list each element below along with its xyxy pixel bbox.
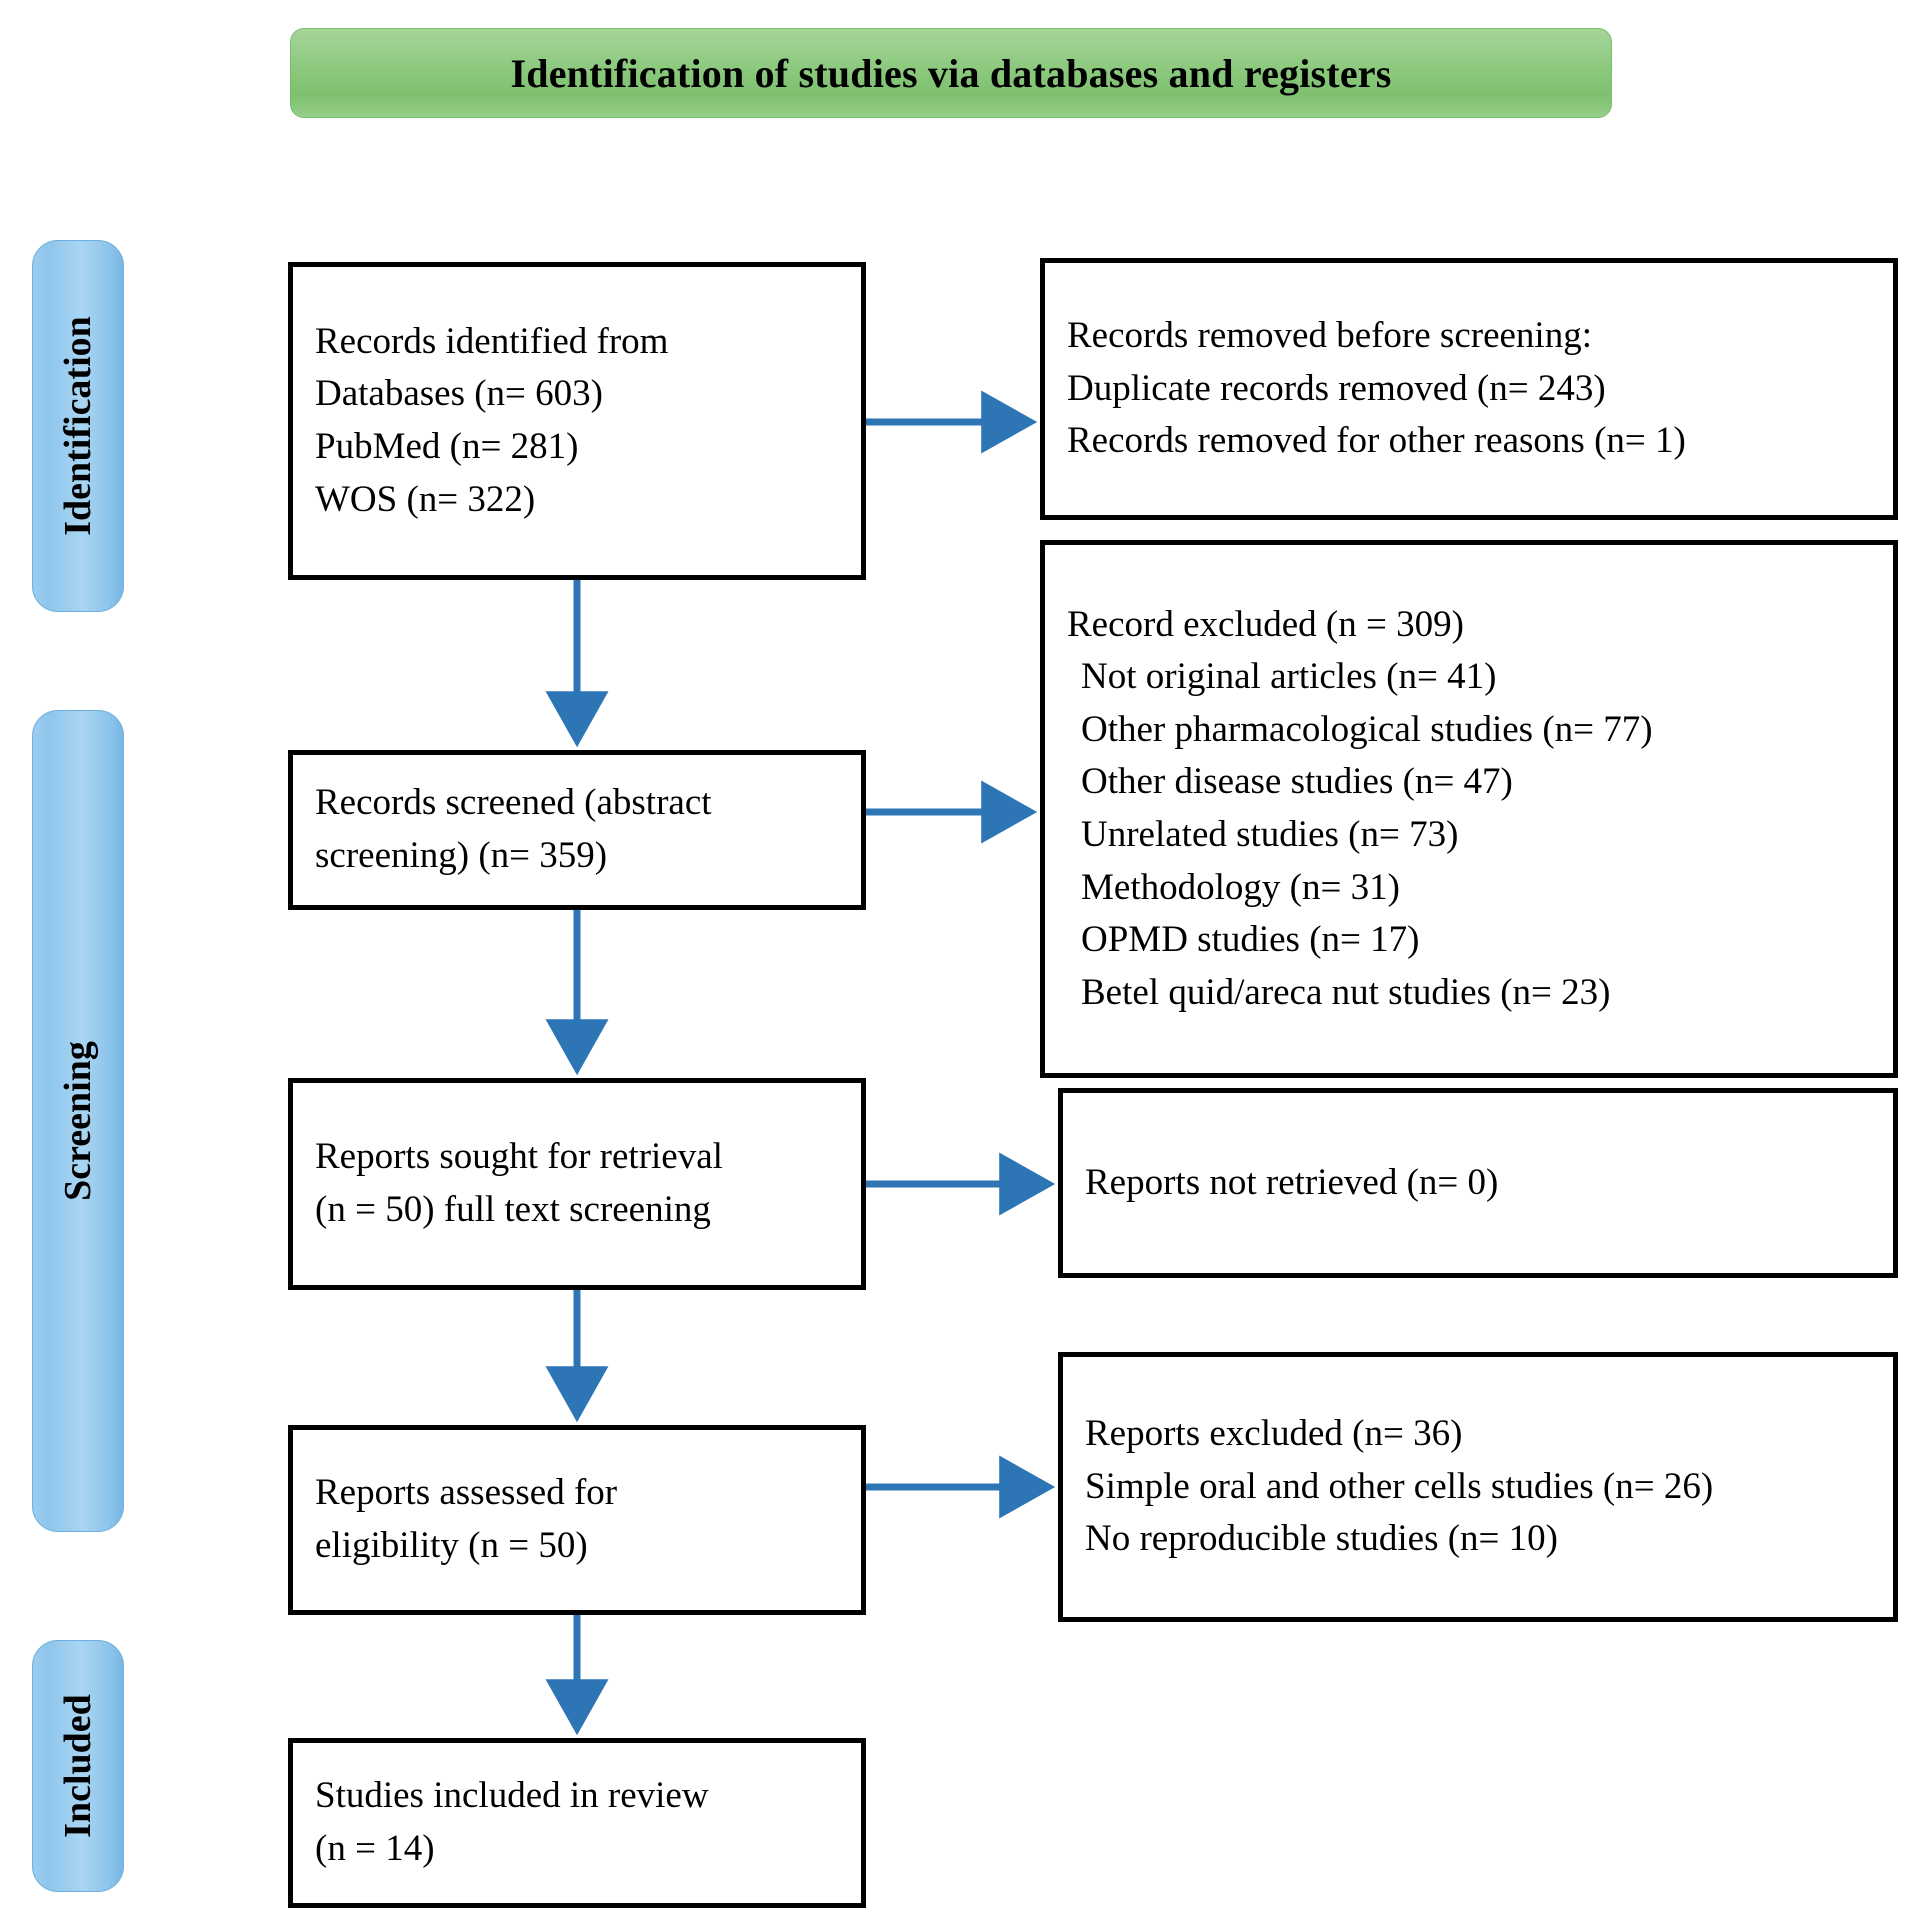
box-line: OPMD studies (n= 17) xyxy=(1081,919,1420,961)
stage-rail-screening: Screening xyxy=(32,710,124,1532)
stage-rail-identification-label: Identification xyxy=(57,316,99,536)
box-line: Not original articles (n= 41) xyxy=(1081,656,1497,698)
box-records-removed-before-screening: Records removed before screening: Duplic… xyxy=(1040,258,1898,520)
box-line: (n = 50) full text screening xyxy=(315,1189,711,1230)
box-line: Records removed for other reasons (n= 1) xyxy=(1067,420,1686,462)
box-line: Other disease studies (n= 47) xyxy=(1081,761,1513,803)
box-line: Betel quid/areca nut studies (n= 23) xyxy=(1081,971,1611,1013)
box-reports-not-retrieved: Reports not retrieved (n= 0) xyxy=(1058,1088,1898,1278)
stage-rail-included-label: Included xyxy=(57,1694,99,1838)
box-line: Unrelated studies (n= 73) xyxy=(1081,814,1459,855)
box-studies-included-in-review: Studies included in review (n = 14) xyxy=(288,1738,866,1908)
stage-rail-included: Included xyxy=(32,1640,124,1892)
box-line: Databases (n= 603) xyxy=(315,373,603,415)
box-records-screened: Records screened (abstract screening) (n… xyxy=(288,750,866,910)
box-line: Methodology (n= 31) xyxy=(1081,866,1400,908)
stage-rail-screening-label: Screening xyxy=(57,1041,99,1201)
box-reports-assessed-for-eligibility: Reports assessed for eligibility (n = 50… xyxy=(288,1425,866,1615)
box-line: Records removed before screening: xyxy=(1067,315,1592,357)
box-reports-excluded: Reports excluded (n= 36) Simple oral and… xyxy=(1058,1352,1898,1622)
page-title: Identification of studies via databases … xyxy=(510,50,1392,96)
stage-rail-identification: Identification xyxy=(32,240,124,612)
box-line: eligibility (n = 50) xyxy=(315,1525,588,1566)
box-line: Records screened (abstract xyxy=(315,782,712,824)
box-line: Reports not retrieved (n= 0) xyxy=(1085,1161,1499,1203)
box-line: WOS (n= 322) xyxy=(315,478,536,520)
box-line: No reproducible studies (n= 10) xyxy=(1085,1518,1558,1560)
box-line: Other pharmacological studies (n= 77) xyxy=(1081,708,1653,750)
box-line: Reports assessed for xyxy=(315,1472,618,1514)
box-line: Reports excluded (n= 36) xyxy=(1085,1413,1463,1455)
box-line: Studies included in review xyxy=(315,1775,709,1817)
box-reports-sought-for-retrieval: Reports sought for retrieval (n = 50) fu… xyxy=(288,1078,866,1290)
box-line: (n = 14) xyxy=(315,1828,435,1869)
box-line: Records identified from xyxy=(315,320,669,362)
box-line: PubMed (n= 281) xyxy=(315,426,579,467)
box-records-excluded: Record excluded (n = 309) Not original a… xyxy=(1040,540,1898,1078)
box-line: Reports sought for retrieval xyxy=(315,1136,723,1178)
box-line: Duplicate records removed (n= 243) xyxy=(1067,367,1606,409)
box-line: Simple oral and other cells studies (n= … xyxy=(1085,1465,1714,1507)
box-records-identified: Records identified from Databases (n= 60… xyxy=(288,262,866,580)
box-line: Record excluded (n = 309) xyxy=(1067,603,1464,645)
box-line: screening) (n= 359) xyxy=(315,835,608,876)
header-banner: Identification of studies via databases … xyxy=(290,28,1612,118)
